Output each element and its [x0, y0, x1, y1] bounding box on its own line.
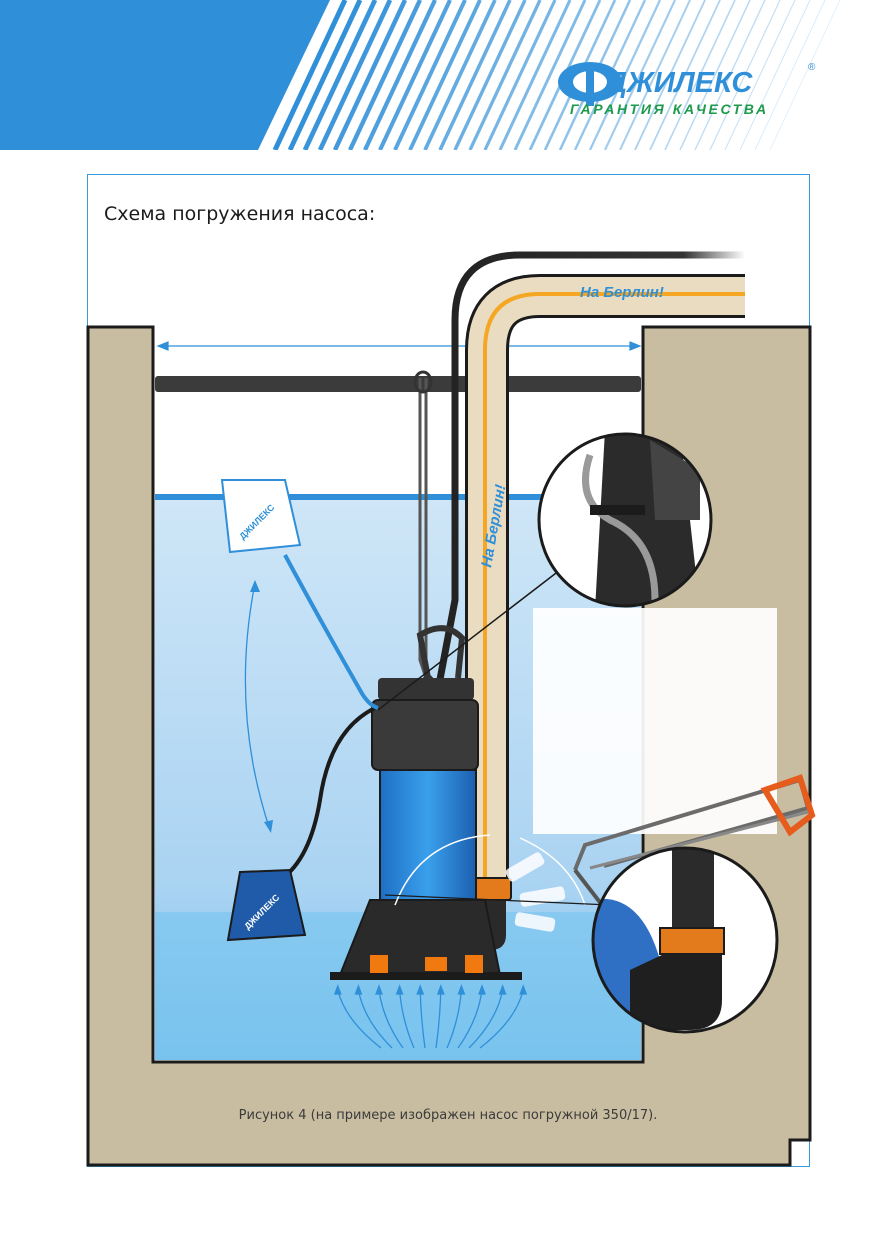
header-stripe — [483, 0, 557, 150]
flow-arrow — [419, 989, 426, 1049]
flow-arrow — [435, 989, 442, 1049]
header-stripe — [287, 0, 363, 150]
header-stripe — [619, 0, 691, 150]
callout-line-2 — [384, 894, 611, 906]
header-stripe — [724, 0, 796, 150]
info-panel — [533, 608, 777, 834]
header-stripe — [739, 0, 811, 150]
callout-line-1 — [377, 569, 561, 711]
header-stripe — [769, 0, 841, 150]
flow-arrow-head — [478, 984, 486, 995]
header-blue-band — [0, 0, 330, 150]
header-stripe — [513, 0, 587, 150]
figure-title: Схема погружения насоса: — [104, 203, 376, 225]
header-stripe — [679, 0, 751, 150]
header-stripe — [588, 0, 662, 150]
flow-arrow-head — [498, 984, 507, 995]
flow-arrow — [479, 989, 524, 1049]
flow-arrow-head — [395, 984, 404, 995]
brand-registered: ® — [808, 62, 816, 73]
support-bar — [155, 376, 641, 392]
zoom-cable-clamp — [537, 432, 713, 608]
header-stripe — [317, 0, 393, 150]
flow-arrow-head — [375, 984, 383, 995]
water-surface — [155, 494, 641, 500]
float-swing-arrow — [244, 582, 271, 831]
submersible-pump — [330, 625, 522, 980]
header-stripe — [694, 0, 766, 150]
header-stripe — [453, 0, 527, 150]
intake-flow-arrows — [333, 984, 528, 1049]
float-switch-low: ДЖИЛЕКС — [226, 706, 376, 942]
header-stripe — [378, 0, 452, 150]
flow-arrow-head — [519, 984, 528, 995]
hacksaw — [573, 774, 816, 907]
header-stripe — [498, 0, 572, 150]
flow-arrow-head — [416, 984, 425, 995]
header-stripe — [649, 0, 721, 150]
brand-logo: ДЖИЛЕКС ® ГАРАНТИЯ КАЧЕСТВА — [558, 62, 816, 117]
flow-arrow-head — [457, 984, 466, 995]
figure-caption: Рисунок 4 (на примере изображен насос по… — [238, 1108, 658, 1123]
header-stripes — [272, 0, 841, 150]
brand-slogan: ГАРАНТИЯ КАЧЕСТВА — [570, 101, 769, 117]
header-stripe — [272, 0, 348, 150]
header-stripe — [634, 0, 706, 150]
flow-arrow — [357, 989, 393, 1049]
flow-arrow — [446, 989, 463, 1049]
flow-arrow-head — [333, 984, 342, 995]
flow-arrow — [337, 989, 382, 1049]
flow-arrow — [468, 989, 504, 1049]
outlet-rotation-arrows — [394, 834, 586, 906]
header-stripe — [332, 0, 408, 150]
flow-arrow — [457, 989, 483, 1049]
header-stripe — [348, 0, 422, 150]
header-stripe — [468, 0, 542, 150]
hose-print-top: На Берлин! — [580, 284, 664, 301]
header-stripe — [664, 0, 736, 150]
flow-arrow — [378, 989, 404, 1049]
header-stripe — [302, 0, 378, 150]
page-header: ДЖИЛЕКС ® ГАРАНТИЯ КАЧЕСТВА — [0, 0, 841, 150]
header-stripe — [393, 0, 467, 150]
flow-arrow-head — [436, 984, 445, 995]
header-stripe — [438, 0, 512, 150]
power-cable — [434, 251, 749, 694]
flow-arrow-head — [354, 984, 363, 995]
header-stripe — [604, 0, 676, 150]
zoom-outlet-fitting — [591, 846, 779, 1034]
outlet-positions — [505, 852, 566, 932]
header-stripe — [423, 0, 497, 150]
brand-name: ДЖИЛЕКС — [603, 67, 753, 99]
header-stripe — [408, 0, 482, 150]
well-width-arrow — [156, 341, 642, 351]
header-stripe — [363, 0, 437, 150]
flow-arrow — [398, 989, 415, 1049]
header-stripe — [754, 0, 826, 150]
float-switch-high: ДЖИЛЕКС — [220, 479, 379, 710]
header-stripe — [709, 0, 781, 150]
